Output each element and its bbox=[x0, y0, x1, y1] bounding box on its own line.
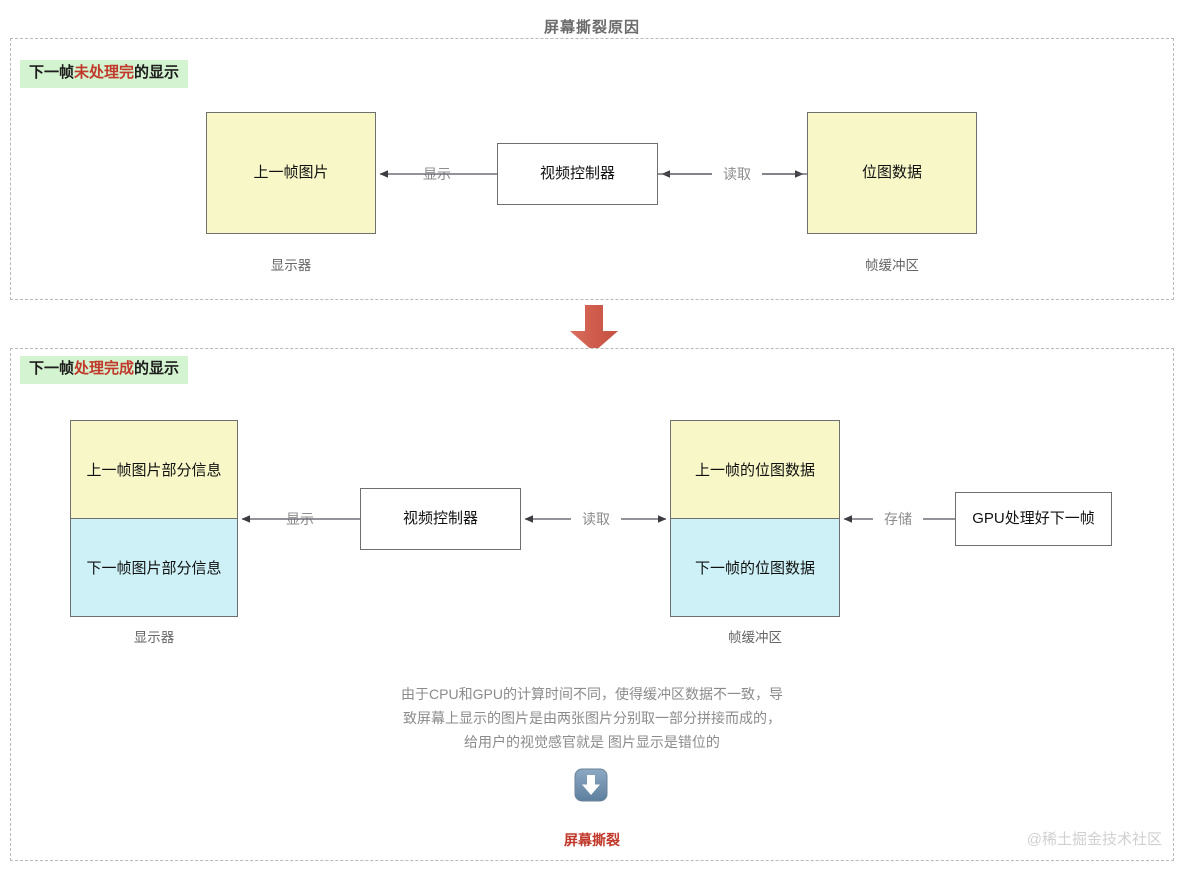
edge-label-top-read: 读取 bbox=[718, 164, 756, 184]
edge-label-top-display: 显示 bbox=[418, 164, 456, 184]
conclusion-line-2: 致屏幕上显示的图片是由两张图片分别取一部分拼接而成的， bbox=[403, 710, 781, 727]
box-bottom-buffer-prev: 上一帧的位图数据 bbox=[671, 421, 839, 519]
box-top-bitmap-data: 位图数据 bbox=[807, 112, 977, 234]
box-bottom-video-controller: 视频控制器 bbox=[360, 488, 521, 550]
section-tag-top: 下一帧未处理完的显示 bbox=[20, 60, 189, 88]
caption-top-display: 显示器 bbox=[270, 258, 312, 273]
conclusion-text: 由于CPU和GPU的计算时间不同，使得缓冲区数据不一致，导 致屏幕上显示的图片是… bbox=[0, 682, 1184, 754]
conclusion-line-3: 给用户的视觉感官就是 图片显示是错位的 bbox=[464, 734, 720, 751]
box-bottom-display-next: 下一帧图片部分信息 bbox=[71, 518, 237, 616]
box-top-display-image: 上一帧图片 bbox=[206, 112, 376, 234]
box-bottom-buffer-next: 下一帧的位图数据 bbox=[671, 518, 839, 616]
section-tag-top-suffix: 的显示 bbox=[134, 64, 180, 81]
box-bottom-gpu: GPU处理好下一帧 bbox=[955, 492, 1112, 546]
section-tag-bottom: 下一帧处理完成的显示 bbox=[20, 356, 189, 384]
section-tag-top-highlight: 未处理完 bbox=[74, 64, 135, 81]
caption-bottom-display: 显示器 bbox=[133, 630, 175, 645]
page-title: 屏幕撕裂原因 bbox=[543, 19, 640, 36]
box-bottom-display-prev: 上一帧图片部分信息 bbox=[71, 421, 237, 519]
section-tag-bottom-highlight: 处理完成 bbox=[74, 360, 135, 377]
screen-tearing-result: 屏幕撕裂 bbox=[564, 832, 620, 848]
caption-top-buffer: 帧缓冲区 bbox=[865, 258, 919, 273]
red-down-arrow-icon bbox=[570, 305, 618, 352]
section-tag-bottom-prefix: 下一帧 bbox=[29, 360, 75, 377]
edge-label-bottom-store: 存储 bbox=[879, 509, 917, 529]
caption-bottom-buffer: 帧缓冲区 bbox=[728, 630, 782, 645]
box-top-video-controller: 视频控制器 bbox=[497, 143, 658, 205]
download-arrow-icon bbox=[574, 768, 608, 802]
section-tag-top-prefix: 下一帧 bbox=[29, 64, 75, 81]
conclusion-line-1: 由于CPU和GPU的计算时间不同，使得缓冲区数据不一致，导 bbox=[401, 686, 783, 702]
box-bottom-buffer-split: 上一帧的位图数据 下一帧的位图数据 bbox=[670, 420, 840, 617]
watermark: @稀土掘金技术社区 bbox=[1026, 831, 1162, 848]
edge-label-bottom-display: 显示 bbox=[281, 509, 319, 529]
edge-label-bottom-read: 读取 bbox=[577, 509, 615, 529]
section-tag-bottom-suffix: 的显示 bbox=[134, 360, 180, 377]
box-bottom-display-split: 上一帧图片部分信息 下一帧图片部分信息 bbox=[70, 420, 238, 617]
